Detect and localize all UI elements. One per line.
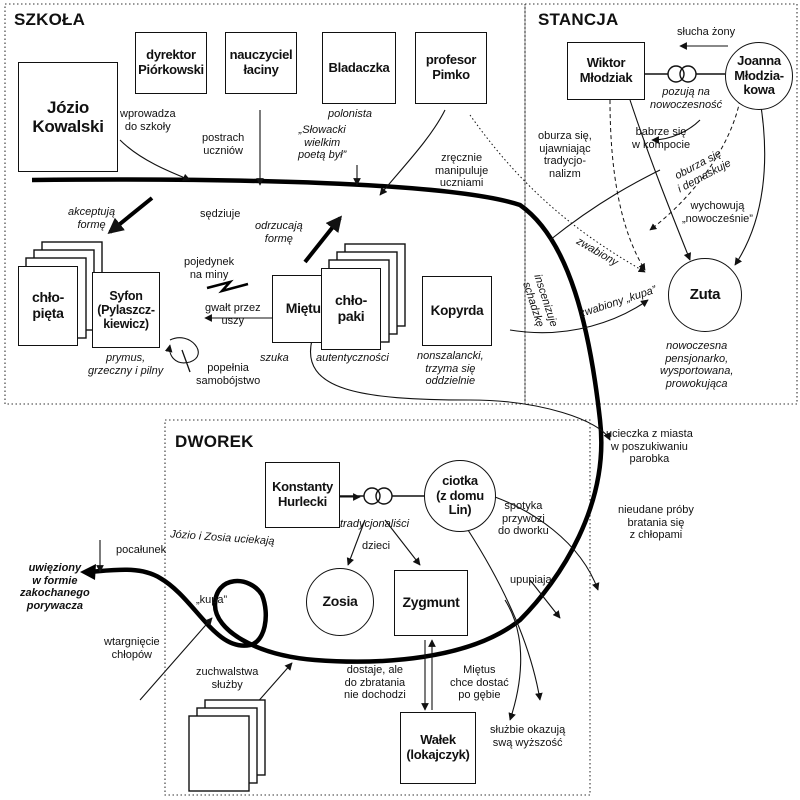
label-wtargniecie: wtargnięcie chłopów: [104, 636, 160, 661]
dworek-frame: [164, 419, 591, 796]
label-prymus: prymus, grzeczny i pilny: [88, 352, 164, 377]
label-akceptuja: akceptują formę: [68, 206, 116, 231]
label-zuchwalstwa: zuchwalstwa służby: [196, 666, 259, 691]
link-story-zuta: [549, 169, 661, 241]
label-dostaje: dostaje, ale do zbratania nie dochodzi: [344, 664, 406, 702]
section-stancja: STANCJA: [538, 10, 619, 29]
reject-form-arrow: [303, 215, 342, 264]
label-wprowadza: wprowadza do szkoły: [120, 108, 176, 133]
label-tradycjonalisci: tradycjonaliści: [340, 518, 410, 530]
node-chlopieta: chło- pięta: [18, 266, 78, 346]
node-zosia: Zosia: [306, 568, 374, 636]
label-nieudane: nieudane próby bratania się z chłopami: [618, 504, 694, 542]
link-dyrektor-story: [119, 139, 191, 182]
link-zwabiony2: [509, 299, 649, 334]
node-mlodziak: Wiktor Młodziak: [567, 42, 645, 100]
label-popelnia: popełnia samobójstwo: [196, 362, 261, 387]
link-joanna-dashed: [649, 99, 741, 231]
label-pozuja: pozują na nowoczesność: [650, 86, 723, 111]
label-slucha: słucha żony: [677, 26, 736, 38]
node-zygmunt: Zygmunt: [394, 570, 468, 636]
label-odrzucaja: odrzucają formę: [255, 220, 303, 245]
label-zrecznie: zręcznie manipuluje uczniami: [435, 152, 489, 190]
label-mietus-chce: Miętus chce dostać po gębie: [450, 664, 509, 702]
lightning-icon: [206, 279, 249, 294]
link-zuchwalstwa: [254, 662, 293, 706]
node-bladaczka: Bladaczka: [322, 32, 396, 104]
link-mlodziak-dashed: [609, 99, 646, 271]
label-upupiaja: upupiają: [510, 574, 552, 586]
link-mietus-szuka: [310, 339, 611, 441]
label-kupa: „kupa”: [196, 594, 228, 606]
label-uwieziony: uwięziony w formie zakochanego porywacza: [20, 562, 90, 612]
node-hurlecki: Konstanty Hurlecki: [265, 462, 340, 528]
node-syfon: Syfon (Pylaszcz- kiewicz): [92, 272, 160, 348]
node-chlopaki: chło- paki: [321, 268, 381, 350]
link-syfon-loop: [164, 337, 199, 364]
link-upupiaja: [529, 579, 561, 619]
label-ucieczka: ucieczka z miasta w poszukiwaniu parobka: [606, 428, 693, 466]
label-oburza1: oburza się, ujawniając tradycjo- nalizm: [538, 130, 592, 180]
label-spotyka: spotyka przywozi do dworku: [498, 500, 549, 538]
link-zuta-wychowuja: [734, 99, 766, 266]
link-syfon-popelnia: [181, 349, 191, 373]
node-jozio: Józio Kowalski: [18, 62, 118, 172]
marriage-rings-icon-dworek: [340, 487, 424, 505]
link-dzieci-zygmunt: [384, 519, 421, 566]
link-babrze: [651, 119, 701, 144]
label-gwalt: gwałt przez uszy: [205, 302, 261, 327]
node-kopyrda: Kopyrda: [422, 276, 492, 346]
label-nonszalancki: nonszalancki, trzyma się oddzielnie: [417, 350, 484, 388]
stancja-frame: [524, 3, 798, 405]
accept-form-arrow: [107, 196, 154, 235]
label-pocalunek: pocałunek: [116, 544, 167, 556]
label-postrach: postrach uczniów: [202, 132, 245, 157]
node-walek: Wałek (lokajczyk): [400, 712, 476, 784]
section-frames: [4, 3, 798, 796]
link-mlodziak-zuta: [629, 99, 692, 261]
link-ciotka-story: [494, 496, 600, 591]
link-wtargniecie: [139, 617, 213, 701]
label-slowacki: „Słowacki wielkim poetą był”: [298, 124, 347, 162]
label-sluzbie: służbie okazują swą wyższość: [490, 724, 566, 749]
label-nowoczesna: nowoczesna pensjonarko, wysportowana, pr…: [660, 340, 734, 390]
node-nauczyciel: nauczyciel łaciny: [225, 32, 297, 94]
node-joanna: Joanna Młodzia- kowa: [725, 42, 793, 110]
link-pimko-story: [379, 109, 446, 196]
node-pimko: profesor Pimko: [415, 32, 487, 104]
label-sedziuje: sędziuje: [200, 208, 241, 220]
section-dworek: DWOREK: [175, 432, 254, 451]
label-dzieci: dzieci: [362, 540, 391, 552]
section-szkola: SZKOŁA: [14, 10, 86, 29]
link-ciotka-walek: [467, 529, 543, 701]
storyline-arrowhead: [80, 564, 96, 580]
link-dzieci-zosia: [346, 519, 366, 566]
node-dyrektor: dyrektor Piórkowski: [135, 32, 207, 94]
marriage-rings-icon-stancja: [645, 65, 725, 83]
node-ciotka: ciotka (z domu Lin): [424, 460, 496, 532]
link-pimko-dotted: [469, 114, 646, 273]
label-autentycznosci: autentyczności: [316, 352, 389, 364]
label-pojedynek: pojedynek na miny: [184, 256, 235, 281]
label-polonista: polonista: [328, 108, 373, 120]
label-wychowuja: wychowują „nowocześnie”: [682, 200, 753, 225]
label-szuka: szuka: [260, 352, 289, 364]
link-mietus-mietus-chce: [504, 599, 522, 721]
node-zuta: Zuta: [668, 258, 742, 332]
storyline-path: [31, 177, 604, 664]
label-babrze: babrze się w kompocie: [632, 126, 691, 151]
